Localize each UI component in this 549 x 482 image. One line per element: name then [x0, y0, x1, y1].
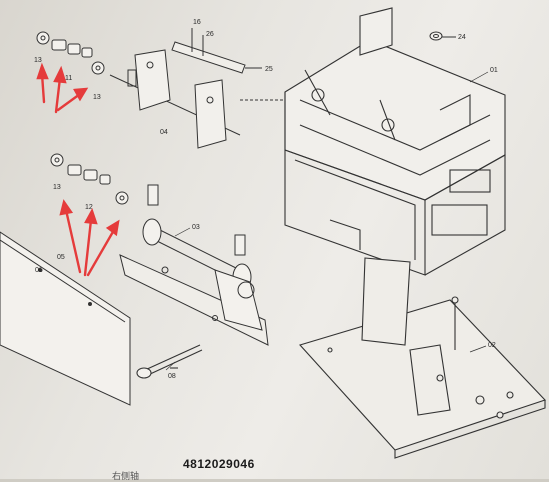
cover-plate-05 [0, 231, 131, 406]
callout-01: 01 [490, 67, 498, 74]
leader-lines [165, 71, 489, 371]
callout-05: 05 [57, 254, 65, 261]
callout-12: 12 [85, 204, 93, 211]
callout-11: 11 [65, 75, 72, 82]
callout-04: 04 [160, 129, 168, 136]
red-annotation-arrows [36, 62, 120, 277]
shaft-06 [136, 344, 203, 379]
callout-08: 08 [168, 373, 176, 380]
callout-13-right: 13 [93, 94, 101, 101]
callout-25: 25 [265, 66, 273, 73]
caption-fragment: 右侧轴 [112, 471, 140, 481]
callout-13-top: 13 [34, 57, 42, 64]
frame-assembly-01 [240, 7, 506, 276]
callout-13-middle: 13 [53, 184, 61, 191]
roller-assembly-03 [119, 184, 269, 346]
callout-24: 24 [458, 34, 466, 41]
base-plate-02 [299, 257, 546, 459]
callout-26: 26 [206, 31, 214, 38]
callout-02: 02 [488, 342, 496, 349]
part-number: 4812029046 [183, 457, 255, 471]
shaft-assembly-04 [109, 49, 241, 149]
callout-16: 16 [193, 19, 201, 26]
callout-labels: 01 02 03 04 05 06 08 11 12 13 13 13 16 2… [34, 19, 498, 380]
rod-25 [171, 28, 262, 74]
coupling-row-middle [50, 153, 129, 205]
callout-03: 03 [192, 224, 200, 231]
callout-06: 06 [35, 267, 43, 274]
washer-24 [429, 31, 456, 41]
coupling-row-top [36, 31, 105, 75]
